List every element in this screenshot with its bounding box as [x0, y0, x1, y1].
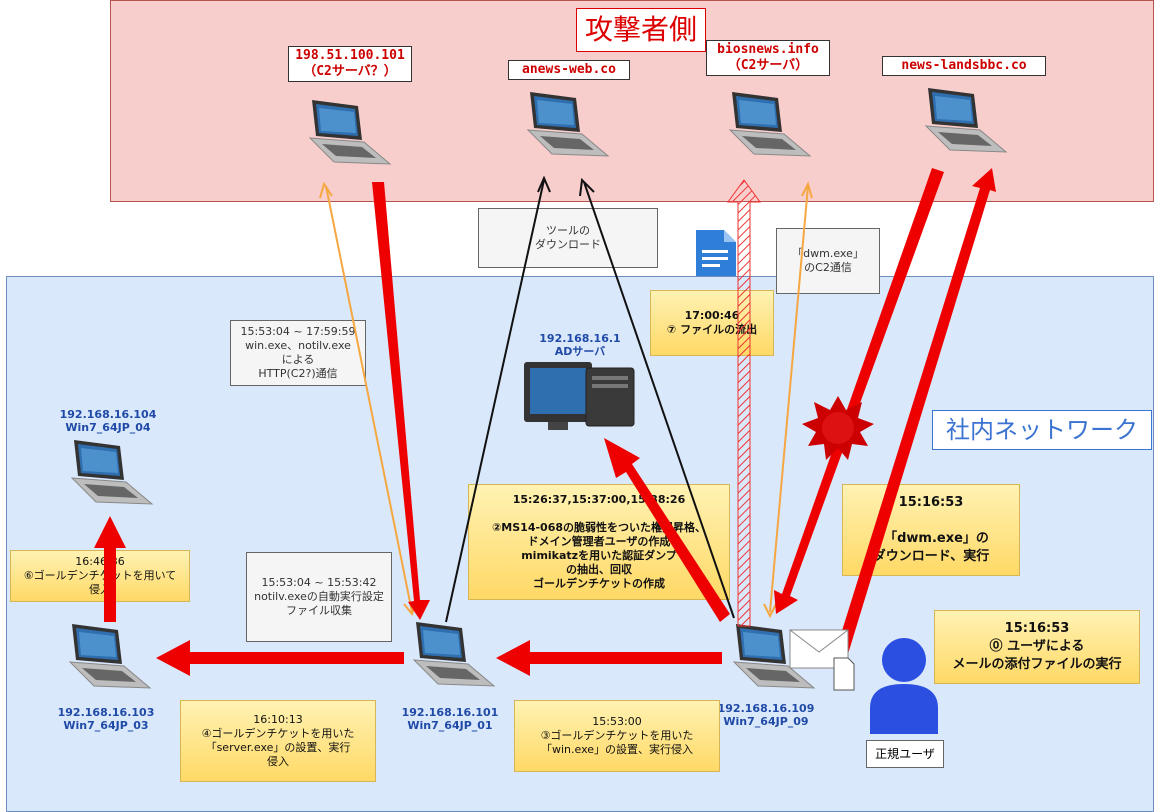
- attacker-zone-title: 攻撃者側: [576, 8, 706, 52]
- laptop-icon: [729, 91, 811, 157]
- note-file-exfil: 17:00:46 ⑦ ファイルの流出: [650, 290, 774, 356]
- host-label-line: anews-web.co: [522, 62, 616, 77]
- host-label-c2-ip: 198.51.100.101 （C2サーバ？）: [288, 46, 412, 82]
- pc-label-w109: 192.168.16.109 Win7_64JP_09: [717, 702, 815, 728]
- pc-label-w103: 192.168.16.103 Win7_64JP_03: [57, 706, 155, 732]
- host-label-anews: anews-web.co: [508, 60, 630, 80]
- note-dwm-c2: 「dwm.exe」 のC2通信: [776, 228, 880, 294]
- host-label-line: news-landsbbc.co: [901, 58, 1027, 73]
- arrow-tool-download: [445, 175, 735, 623]
- arrow-red-w101-to-w103: [156, 640, 404, 676]
- arrow-red-w109-to-newslands: [836, 168, 996, 654]
- host-label-biosnews: biosnews.info （C2サーバ）: [706, 40, 830, 76]
- arrow-red-w109-to-w101: [496, 640, 722, 676]
- virus-icon: [802, 396, 874, 460]
- host-label-line: 198.51.100.101: [295, 48, 405, 63]
- note-step2: 15:26:37,15:37:00,15:38:26 ②MS14-068の脆弱性…: [468, 484, 730, 600]
- arrow-red-w109-to-ad: [604, 438, 730, 622]
- user-label: 正規ユーザ: [866, 740, 944, 768]
- user-icon: [870, 638, 938, 734]
- arrow-red-w103-to-w104: [94, 516, 126, 622]
- server-icon: [524, 362, 635, 430]
- laptop-icon: [309, 99, 391, 165]
- internal-network-title: 社内ネットワーク: [932, 410, 1152, 450]
- laptop-icon: [69, 623, 151, 689]
- pc-label-w104: 192.168.16.104 Win7_64JP_04: [59, 408, 157, 434]
- arrow-http-c2: [319, 181, 813, 619]
- laptop-icon: [527, 91, 609, 157]
- pc-label-w101: 192.168.16.101 Win7_64JP_01: [401, 706, 499, 732]
- arrow-red-c2-to-w101: [372, 182, 430, 620]
- arrow-file-exfil: [727, 179, 761, 627]
- host-label-line: biosnews.info: [717, 42, 819, 57]
- email-icon: [789, 629, 855, 691]
- laptop-icon: [71, 439, 153, 505]
- note-autorun: 15:53:04 ~ 15:53:42 notilv.exeの自動実行設定 ファ…: [246, 552, 392, 642]
- host-label-line: （C2サーバ）: [727, 58, 809, 73]
- laptop-icon: [413, 621, 495, 687]
- note-http-c2: 15:53:04 ~ 17:59:59 win.exe、notilv.exe に…: [230, 320, 366, 386]
- host-label-line: （C2サーバ？）: [303, 64, 397, 79]
- pc-label-ad: 192.168.16.1 ADサーバ: [539, 332, 621, 358]
- host-label-newslands: news-landsbbc.co: [882, 56, 1046, 76]
- note-tool-download: ツールの ダウンロード: [478, 208, 658, 268]
- note-step3: 15:53:00 ③ゴールデンチケットを用いた 「win.exe」の設置、実行侵…: [514, 700, 720, 772]
- document-icon: [696, 230, 736, 276]
- arrow-red-newslands-to-w109: [774, 168, 944, 614]
- arrow-red-group: [94, 168, 996, 676]
- laptop-icon: [925, 87, 1007, 153]
- note-step4: 16:10:13 ④ゴールデンチケットを用いた 「server.exe」の設置、…: [180, 700, 376, 782]
- note-step0: 15:16:53 ⓪ ユーザによる メールの添付ファイルの実行: [934, 610, 1140, 684]
